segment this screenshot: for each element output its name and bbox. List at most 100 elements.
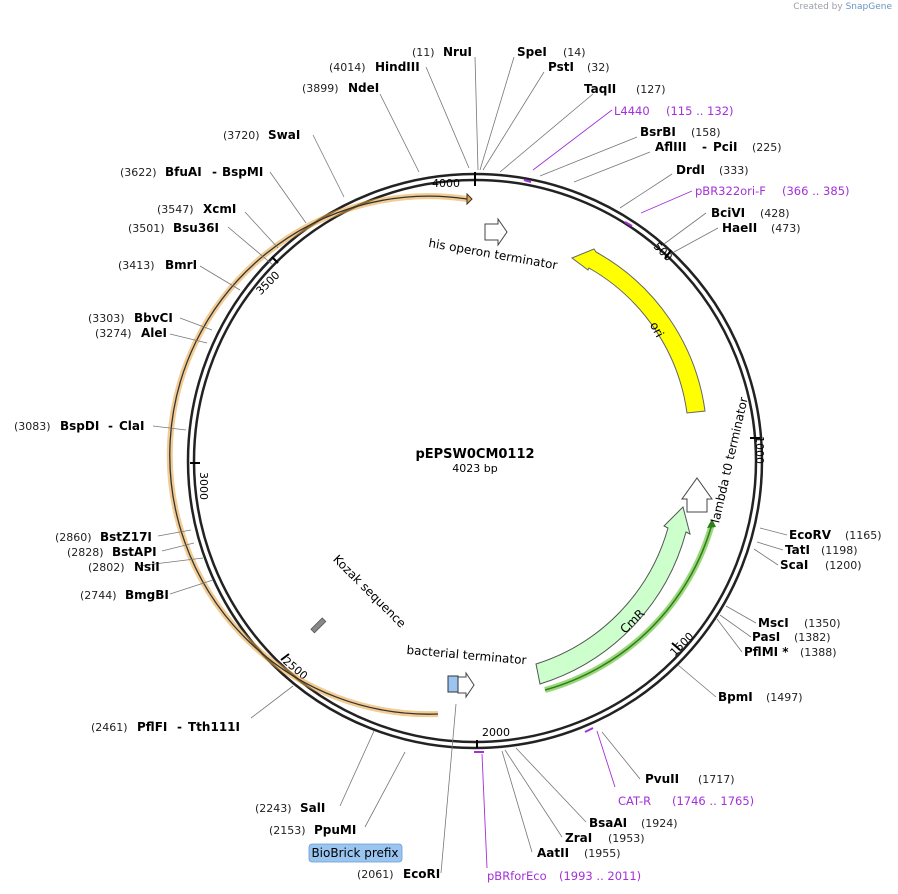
- site-alei-pos: (3274): [95, 327, 132, 340]
- green-feature-arrowhead: [707, 519, 716, 528]
- orange-feature-arrowhead: [466, 192, 473, 206]
- site-bbvci: BbvCI: [134, 311, 173, 325]
- primer-pbr322ori: pBR322ori-F: [695, 184, 766, 198]
- site-bstz17i-pos: (2860): [55, 531, 92, 544]
- tick-2000: 2000: [482, 726, 510, 739]
- site-swai-pos: (3720): [223, 129, 260, 142]
- lambda-terminator-label: lambda t0 terminator: [708, 396, 751, 525]
- primer-catr-range: (1746 .. 1765): [672, 794, 754, 808]
- kozak-label: Kozak sequence: [330, 552, 408, 630]
- site-aatii-pos: (1955): [584, 847, 621, 860]
- site-ecori-pos: (2061): [357, 868, 394, 881]
- site-tth111i: Tth111I: [188, 720, 240, 734]
- cmr-feature: [535, 506, 691, 685]
- site-pasi: PasI: [752, 630, 780, 644]
- site-drdi: DrdI: [676, 163, 705, 177]
- ori-label: ori: [647, 319, 667, 339]
- site-nrui-pos: (11): [412, 46, 435, 59]
- snapgene-watermark: Created by SnapGene: [793, 2, 892, 12]
- primer-l4440-range: (115 .. 132): [666, 104, 734, 118]
- site-pvuii: PvuII: [645, 772, 679, 786]
- site-bsu36i: Bsu36I: [173, 221, 219, 235]
- site-haeii-pos: (473): [771, 222, 801, 235]
- green-feature-arc: [544, 523, 713, 691]
- his-terminator-label: his operon terminator: [427, 236, 558, 272]
- primer-pbr322ori-range: (366 .. 385): [782, 184, 850, 198]
- plasmid-name: pEPSW0CM0112: [415, 447, 534, 462]
- site-bmgbi: BmgBI: [125, 588, 169, 602]
- site-bmri: BmrI: [165, 258, 197, 272]
- primer-l4440: L4440: [614, 104, 650, 118]
- site-taqii: TaqII: [584, 82, 616, 96]
- site-bcivi: BciVI: [711, 206, 745, 220]
- site-bspmi: BspMI: [222, 165, 263, 179]
- site-pflfi-dash: -: [177, 720, 182, 734]
- biobrick-prefix-label: BioBrick prefix: [311, 846, 398, 860]
- bacterial-terminator-label: bacterial terminator: [406, 643, 527, 667]
- site-xcmi-pos: (3547): [157, 203, 194, 216]
- site-xcmi: XcmI: [203, 202, 236, 216]
- site-psti-pos: (32): [587, 61, 610, 74]
- site-scai: ScaI: [780, 558, 808, 572]
- site-nrui: NruI: [443, 45, 472, 59]
- site-bsaai-pos: (1924): [641, 817, 678, 830]
- primer-marks: [474, 179, 633, 753]
- site-taqii-pos: (127): [636, 83, 666, 96]
- site-bstz17i: BstZ17I: [100, 530, 152, 544]
- site-aatii: AatII: [537, 846, 569, 860]
- biobrick-prefix-box: [308, 843, 403, 863]
- watermark-prefix: Created by: [793, 2, 843, 12]
- site-pcii: PciI: [713, 140, 738, 154]
- tick-3000: 3000: [197, 472, 210, 500]
- site-haeii: HaeII: [722, 221, 757, 235]
- kozak-marker: [310, 617, 327, 634]
- site-bmgbi-pos: (2744): [80, 589, 117, 602]
- site-ppumi-pos: (2153): [269, 824, 306, 837]
- site-hindiii: HindIII: [375, 60, 420, 74]
- biobrick-marker: [447, 675, 459, 693]
- ori-feature: [570, 248, 706, 414]
- site-drdi-pos: (333): [719, 164, 749, 177]
- site-nsii: NsiI: [134, 560, 160, 574]
- lambda-terminator-arrow: [681, 477, 713, 513]
- site-pvuii-pos: (1717): [698, 773, 735, 786]
- site-ecorv-pos: (1165): [845, 529, 882, 542]
- site-afliii-pos: (225): [752, 141, 782, 154]
- site-bfuai-pos: (3622): [120, 166, 157, 179]
- site-bsrbi: BsrBI: [640, 125, 676, 139]
- site-bfuai: BfuAI: [165, 165, 202, 179]
- site-ppumi: PpuMI: [314, 823, 356, 837]
- site-bbvci-pos: (3303): [88, 312, 125, 325]
- site-ecori: EcoRI: [403, 867, 440, 881]
- tick-marks: [190, 172, 760, 748]
- site-sali: SalI: [300, 801, 325, 815]
- site-swai: SwaI: [268, 128, 300, 142]
- site-ndei-pos: (3899): [302, 82, 339, 95]
- leader-lines: [137, 56, 788, 874]
- site-bfuai-dash: -: [212, 165, 217, 179]
- site-bspdi-dash: -: [108, 419, 113, 433]
- site-ecorv: EcoRV: [789, 528, 832, 542]
- bacterial-terminator-arrow: [457, 671, 475, 699]
- site-bmri-pos: (3413): [118, 259, 155, 272]
- site-bsaai: BsaAI: [589, 816, 627, 830]
- site-sali-pos: (2243): [255, 802, 292, 815]
- site-zrai: ZraI: [565, 831, 592, 845]
- primer-catr: CAT-R: [618, 794, 651, 808]
- site-pflfi-pos: (2461): [91, 721, 128, 734]
- site-bspdi: BspDI: [60, 419, 99, 433]
- site-bcivi-pos: (428): [760, 207, 790, 220]
- tick-1500: 1500: [668, 630, 697, 659]
- site-pflmi: PflMI *: [744, 645, 789, 659]
- site-alei: AleI: [141, 326, 167, 340]
- tick-1000: 1000: [753, 436, 766, 464]
- site-bsu36i-pos: (3501): [128, 222, 165, 235]
- snapgene-logo: SnapGene: [845, 2, 892, 12]
- site-pflmi-pos: (1388): [800, 646, 837, 659]
- site-afliii-dash: -: [702, 140, 707, 154]
- site-bsrbi-pos: (158): [691, 126, 721, 139]
- site-nsii-pos: (2802): [88, 561, 125, 574]
- site-psti: PstI: [548, 60, 574, 74]
- site-clai: ClaI: [119, 419, 144, 433]
- site-bstapi: BstAPI: [112, 545, 157, 559]
